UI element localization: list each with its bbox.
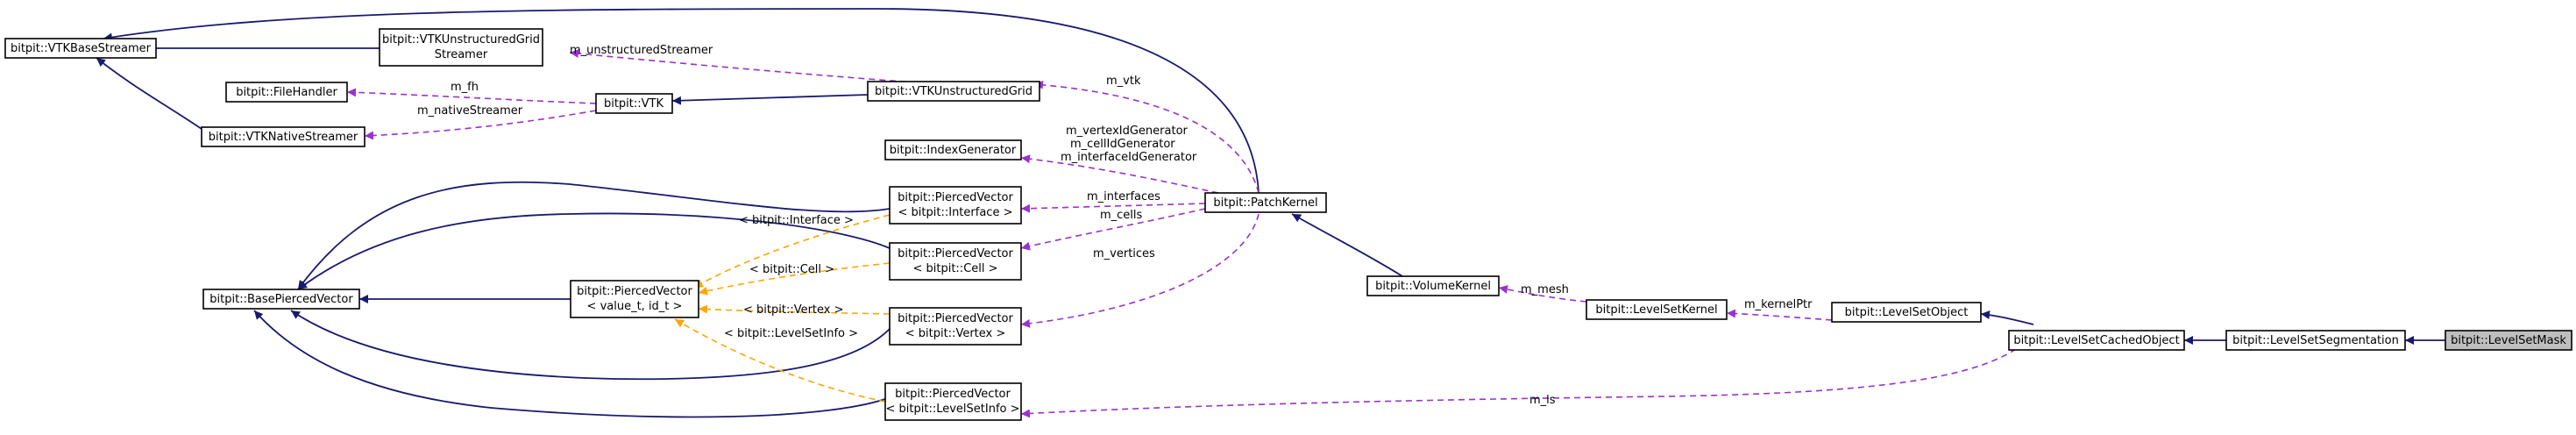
svg-text:bitpit::PatchKernel: bitpit::PatchKernel [1213,196,1317,210]
label-m-cells: m_cells [1100,209,1143,222]
node-piercedvector-interface[interactable]: bitpit::PiercedVector < bitpit::Interfac… [889,186,1022,225]
svg-text:bitpit::FileHandler: bitpit::FileHandler [236,86,337,99]
node-piercedvector-vertex[interactable]: bitpit::PiercedVector < bitpit::Vertex > [889,307,1022,346]
svg-text:< bitpit::Cell >: < bitpit::Cell > [912,262,997,275]
label-m-vertices: m_vertices [1093,247,1155,260]
node-levelsetkernel[interactable]: bitpit::LevelSetKernel [1586,299,1728,320]
edge-nativestreamer-to-vtkbase [96,57,202,130]
node-piercedvector-generic[interactable]: bitpit::PiercedVector < value_t, id_t > [570,280,699,318]
edge-pvcell-to-basepierced [297,212,891,290]
edge-m-unstructuredstreamer [569,49,939,85]
label-template-cell: < bitpit::Cell > [749,263,834,276]
svg-text:bitpit::VolumeKernel: bitpit::VolumeKernel [1375,280,1491,293]
svg-text:< value_t, id_t >: < value_t, id_t > [587,300,683,313]
label-template-vertex: < bitpit::Vertex > [743,303,844,317]
label-m-interfaces: m_interfaces [1087,190,1160,203]
label-m-ls: m_ls [1529,394,1556,407]
edge-m-vertices [1020,213,1260,328]
node-vtk[interactable]: bitpit::VTK [595,93,673,114]
svg-text:bitpit::VTKUnstructuredGrid: bitpit::VTKUnstructuredGrid [382,33,540,46]
node-levelsetcachedobject[interactable]: bitpit::LevelSetCachedObject [2008,330,2185,351]
node-levelsetobject[interactable]: bitpit::LevelSetObject [1831,302,1982,323]
svg-text:bitpit::LevelSetMask: bitpit::LevelSetMask [2451,334,2566,347]
node-basepiercedvector[interactable]: bitpit::BasePiercedVector [202,289,360,310]
edge-lscached-to-lsobject [1980,310,2034,325]
label-m-vtk: m_vtk [1106,75,1141,88]
edge-volumekernel-to-patchkernel [1291,213,1403,277]
svg-text:bitpit::LevelSetSegmentation: bitpit::LevelSetSegmentation [2232,334,2399,347]
label-m-nativestreamer: m_nativeStreamer [417,104,523,118]
svg-text:bitpit::PiercedVector: bitpit::PiercedVector [577,285,692,298]
svg-text:bitpit::BasePiercedVector: bitpit::BasePiercedVector [209,293,353,306]
svg-text:bitpit::PiercedVector: bitpit::PiercedVector [898,191,1013,204]
svg-text:bitpit::PiercedVector: bitpit::PiercedVector [895,388,1011,401]
edge-generators [1020,154,1219,194]
svg-text:bitpit::LevelSetCachedObject: bitpit::LevelSetCachedObject [2013,334,2179,347]
node-vtkunstructuredgrid[interactable]: bitpit::VTKUnstructuredGrid [867,81,1040,102]
edge-m-ls [1020,348,2017,418]
svg-text:bitpit::VTKUnstructuredGrid: bitpit::VTKUnstructuredGrid [875,85,1033,98]
svg-text:bitpit::IndexGenerator: bitpit::IndexGenerator [890,144,1017,157]
node-levelsetmask[interactable]: bitpit::LevelSetMask [2445,330,2572,351]
node-filehandler[interactable]: bitpit::FileHandler [225,82,348,103]
node-levelsetsegmentation[interactable]: bitpit::LevelSetSegmentation [2225,330,2406,351]
node-vtkbasestreamer[interactable]: bitpit::VTKBaseStreamer [4,38,157,59]
svg-text:< bitpit::Interface >: < bitpit::Interface > [898,206,1013,219]
edge-pvlsinfo-to-basepierced [253,310,886,418]
edge-m-vtk [1033,80,1260,194]
label-m-interfaceidgenerator: m_interfaceIdGenerator [1061,151,1197,164]
label-m-kernelptr: m_kernelPtr [1744,298,1813,311]
label-template-levelsetinfo: < bitpit::LevelSetInfo > [724,327,858,340]
svg-text:< bitpit::LevelSetInfo >: < bitpit::LevelSetInfo > [886,403,1020,416]
svg-text:bitpit::PiercedVector: bitpit::PiercedVector [898,312,1013,325]
svg-text:bitpit::VTKNativeStreamer: bitpit::VTKNativeStreamer [209,131,358,144]
svg-text:bitpit::LevelSetKernel: bitpit::LevelSetKernel [1595,303,1717,317]
edge-m-mesh [1498,285,1587,303]
edge-templ-vertex [698,304,891,315]
node-piercedvector-cell[interactable]: bitpit::PiercedVector < bitpit::Cell > [889,242,1022,281]
svg-text:bitpit::LevelSetObject: bitpit::LevelSetObject [1845,306,1969,319]
svg-text:< bitpit::Vertex >: < bitpit::Vertex > [905,327,1006,340]
edge-unsgrid-to-vtk [671,94,869,105]
node-volumekernel[interactable]: bitpit::VolumeKernel [1366,275,1500,296]
node-indexgenerator[interactable]: bitpit::IndexGenerator [884,139,1022,160]
svg-text:Streamer: Streamer [435,48,488,61]
edge-pvinterface-to-basepierced [297,181,891,290]
edge-pvvertex-to-basepierced [290,310,891,381]
node-piercedvector-levelsetinfo[interactable]: bitpit::PiercedVector < bitpit::LevelSet… [884,382,1022,421]
node-vtkunstructuredgridstreamer[interactable]: bitpit::VTKUnstructuredGrid Streamer [379,28,543,67]
label-template-interface: < bitpit::Interface > [739,214,854,227]
svg-text:bitpit::PiercedVector: bitpit::PiercedVector [898,247,1013,260]
label-m-unstructuredstreamer: m_unstructuredStreamer [570,44,713,57]
label-m-cellidgenerator: m_cellIdGenerator [1070,138,1175,151]
label-m-mesh: m_mesh [1521,283,1569,296]
node-vtknativestreamer[interactable]: bitpit::VTKNativeStreamer [201,126,365,147]
edge-m-cells [1020,208,1206,251]
edge-templ-interface [693,214,891,289]
label-m-vertexidgenerator: m_vertexIdGenerator [1066,125,1189,138]
label-m-fh: m_fh [451,81,479,94]
edge-m-kernelptr [1726,309,1833,321]
node-patchkernel[interactable]: bitpit::PatchKernel [1204,192,1327,213]
edge-m-nativestreamer [364,110,597,140]
svg-text:bitpit::VTK: bitpit::VTK [604,97,664,111]
svg-text:bitpit::VTKBaseStreamer: bitpit::VTKBaseStreamer [11,42,152,55]
edge-templ-cell [698,262,891,296]
edge-templ-lsinfo [674,318,886,403]
edge-patchkernel-to-vtkbase [103,8,1260,194]
edge-m-fh [346,88,597,104]
